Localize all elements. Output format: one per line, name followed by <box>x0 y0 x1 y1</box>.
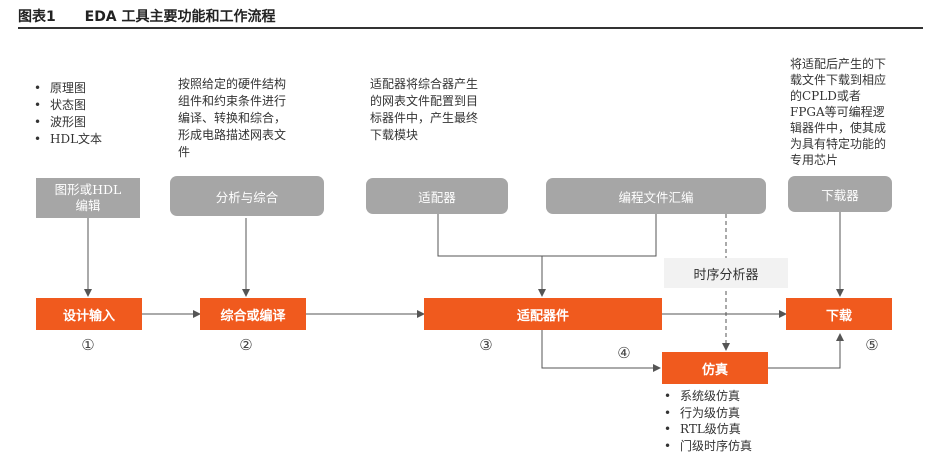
step-marker-4: ④ <box>617 344 631 362</box>
desc-line: 标器件中，产生最终 <box>370 111 479 125</box>
sim-type-item: 行为级仿真 <box>664 405 752 422</box>
adapter-tool: 适配器 <box>366 178 508 214</box>
step-marker-1: ① <box>81 336 95 354</box>
box-label: 下载器 <box>821 187 859 203</box>
desc-line: 编译、转换和综合， <box>178 111 287 125</box>
desc-line: 的网表文件配置到目 <box>370 94 479 108</box>
downloader-tool: 下载器 <box>788 176 892 212</box>
desc-line: 为具有特定功能的 <box>790 137 887 151</box>
desc-line: 下载模块 <box>370 128 419 142</box>
arrow-fitting-to-simulation <box>541 330 661 372</box>
adapter-compile-merge-line <box>437 214 657 257</box>
input-type-item: 波形图 <box>34 114 102 131</box>
graphic-hdl-edit-box: 图形或HDL 编辑 <box>36 178 140 218</box>
desc-line: 专用芯片 <box>790 153 839 167</box>
step-marker-3: ③ <box>479 336 493 354</box>
box-label: 编辑 <box>75 198 101 213</box>
adapter-description: 适配器将综合器产生 的网表文件配置到目 标器件中，产生最终 下载模块 <box>370 76 520 144</box>
sim-type-item: RTL级仿真 <box>664 421 752 438</box>
step-label: 适配器件 <box>516 308 569 324</box>
desc-line: 的CPLD或者 <box>790 89 861 103</box>
input-type-item: 原理图 <box>34 80 102 97</box>
box-label: 编程文件汇编 <box>618 189 694 205</box>
header-rule <box>18 27 923 29</box>
desc-line: 将适配后产生的下 <box>790 57 887 71</box>
sim-type-item: 系统级仿真 <box>664 388 752 405</box>
program-compile-tool: 编程文件汇编 <box>546 178 766 214</box>
figure-header: 图表1 EDA 工具主要功能和工作流程 <box>18 6 276 26</box>
box-label: 适配器 <box>418 189 456 205</box>
desc-line: 形成电路描述网表文 <box>178 128 287 142</box>
desc-line: 按照给定的硬件结构 <box>178 77 287 91</box>
download-step: 下载 <box>786 298 892 330</box>
simulation-types-note: 系统级仿真 行为级仿真 RTL级仿真 门级时序仿真 <box>664 388 752 454</box>
design-input-step: 设计输入 <box>36 298 142 330</box>
step-label: 综合或编译 <box>220 308 286 324</box>
input-type-item: HDL文本 <box>34 131 102 148</box>
box-label: 图形或HDL <box>54 182 122 197</box>
step-marker-5: ⑤ <box>865 336 879 354</box>
timing-analyzer-box: 时序分析器 <box>664 258 788 288</box>
analysis-synthesis-tool: 分析与综合 <box>170 176 324 216</box>
figure-number: 图表1 <box>18 9 56 25</box>
synthesis-step: 综合或编译 <box>200 298 306 330</box>
figure-title: EDA 工具主要功能和工作流程 <box>84 9 276 25</box>
fitting-step: 适配器件 <box>424 298 662 330</box>
step-label: 仿真 <box>701 362 728 378</box>
desc-line: FPGA等可编程逻 <box>790 105 885 119</box>
download-description: 将适配后产生的下 载文件下载到相应 的CPLD或者 FPGA等可编程逻 辑器件中… <box>790 56 930 168</box>
arrow-simulation-to-download <box>768 333 844 369</box>
step-label: 设计输入 <box>62 308 115 324</box>
input-type-item: 状态图 <box>34 97 102 114</box>
box-label: 时序分析器 <box>693 267 759 283</box>
desc-line: 载文件下载到相应 <box>790 73 887 87</box>
synthesis-description: 按照给定的硬件结构 组件和约束条件进行 编译、转换和综合， 形成电路描述网表文 … <box>178 76 328 161</box>
desc-line: 辑器件中，使其成 <box>790 121 887 135</box>
desc-line: 件 <box>178 145 191 159</box>
sim-type-item: 门级时序仿真 <box>664 438 752 455</box>
step-label: 下载 <box>825 308 852 324</box>
desc-line: 组件和约束条件进行 <box>178 94 287 108</box>
input-types-note: 原理图 状态图 波形图 HDL文本 <box>34 80 102 148</box>
box-label: 分析与综合 <box>215 189 279 205</box>
step-marker-2: ② <box>239 336 253 354</box>
simulation-step: 仿真 <box>662 352 768 384</box>
desc-line: 适配器将综合器产生 <box>370 77 479 91</box>
